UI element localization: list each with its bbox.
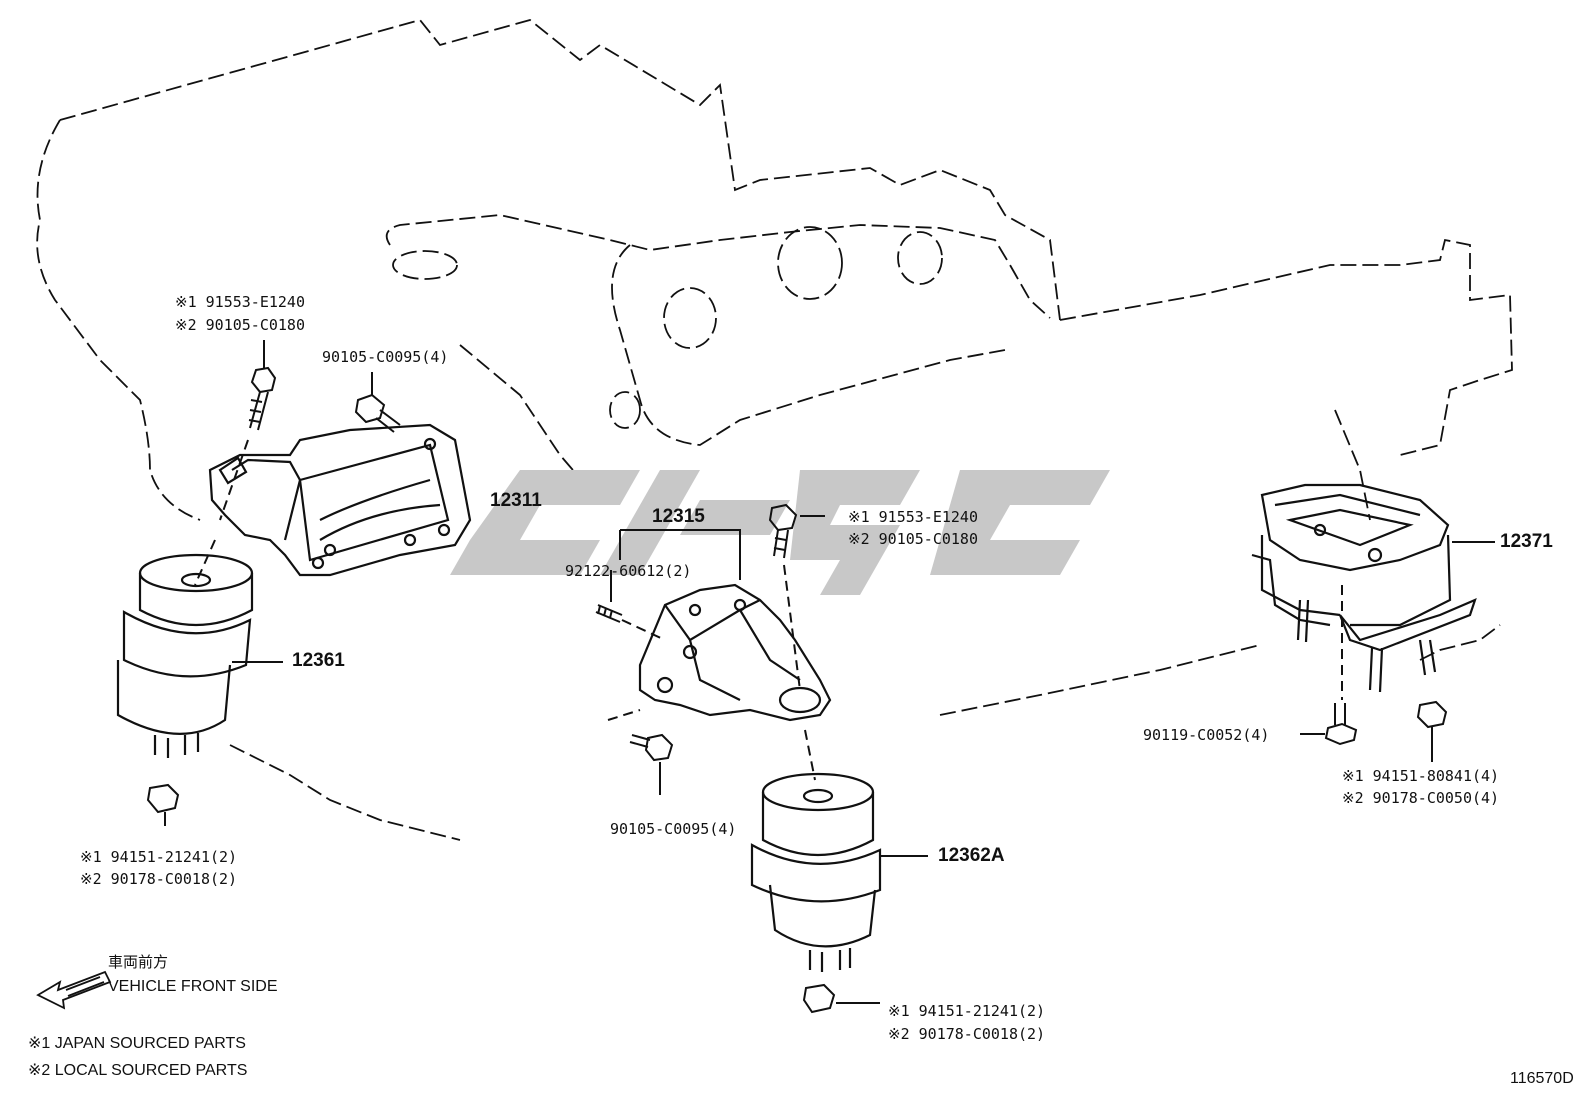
nut-94151-80841-right[interactable] xyxy=(1416,700,1448,729)
label-bolt-center-1[interactable]: ※1 91553-E1240 xyxy=(848,508,978,526)
direction-label-jp: 車両前方 xyxy=(108,954,169,971)
label-nut-center-1[interactable]: ※1 94151-21241(2) xyxy=(888,1002,1046,1020)
legend-note-japan: ※1 JAPAN SOURCED PARTS xyxy=(28,1035,246,1052)
label-nut-right-2[interactable]: ※2 90178-C0050(4) xyxy=(1342,789,1500,807)
label-bolt-center-2[interactable]: ※2 90105-C0180 xyxy=(848,530,978,548)
part-12362a-engine-mount[interactable] xyxy=(750,772,882,972)
engine-phantom-outline xyxy=(36,18,1513,841)
label-bolt-top[interactable]: 90105-C0095(4) xyxy=(322,348,449,366)
legend-note-local: ※2 LOCAL SOURCED PARTS xyxy=(28,1062,248,1079)
bolt-90105-c0095-center[interactable] xyxy=(629,733,674,762)
nut-94151-21241-left[interactable] xyxy=(146,783,180,826)
part-12311-bracket[interactable] xyxy=(208,423,472,577)
part-12315-bracket[interactable] xyxy=(638,583,832,722)
bolt-center-centerline xyxy=(783,564,816,781)
bracket-12315-leader xyxy=(619,529,741,580)
stud-centerline xyxy=(621,619,666,641)
bolt-91553-e1240-left[interactable] xyxy=(248,366,277,431)
callout-12362a[interactable]: 12362A xyxy=(938,845,1005,866)
illustration-id: 116570D xyxy=(1510,1070,1574,1087)
label-bolt-right[interactable]: 90119-C0052(4) xyxy=(1143,726,1270,744)
label-bolt-left-2[interactable]: ※2 90105-C0180 xyxy=(175,316,305,334)
label-bolt-left-1[interactable]: ※1 91553-E1240 xyxy=(175,293,305,311)
label-stud-center[interactable]: 92122-60612(2) xyxy=(565,562,692,580)
part-12361-engine-mount[interactable] xyxy=(116,553,254,758)
stud-92122-60612[interactable] xyxy=(595,604,623,623)
nut-94151-21241-center[interactable] xyxy=(802,983,836,1014)
label-nut-left-1[interactable]: ※1 94151-21241(2) xyxy=(80,848,238,866)
bolt-left-centerline xyxy=(194,439,249,586)
callout-12361[interactable]: 12361 xyxy=(292,650,345,671)
callout-12315[interactable]: 12315 xyxy=(652,506,705,527)
label-nut-right-1[interactable]: ※1 94151-80841(4) xyxy=(1342,767,1500,785)
watermark-logo xyxy=(450,470,1110,595)
vehicle-front-arrow xyxy=(36,970,112,1010)
direction-label-en: VEHICLE FRONT SIDE xyxy=(108,978,278,995)
bolt-center-bottom-centerline xyxy=(607,709,641,721)
label-nut-center-2[interactable]: ※2 90178-C0018(2) xyxy=(888,1025,1046,1043)
callout-12371[interactable]: 12371 xyxy=(1500,531,1553,552)
callout-12311[interactable]: 12311 xyxy=(490,490,542,511)
bolt-90119-c0052-right[interactable] xyxy=(1324,703,1358,746)
bolt-91553-e1240-center[interactable] xyxy=(768,503,798,559)
part-12371-rear-mount[interactable] xyxy=(1251,483,1477,693)
label-bolt-center-bottom[interactable]: 90105-C0095(4) xyxy=(610,820,737,838)
label-nut-left-2[interactable]: ※2 90178-C0018(2) xyxy=(80,870,238,888)
